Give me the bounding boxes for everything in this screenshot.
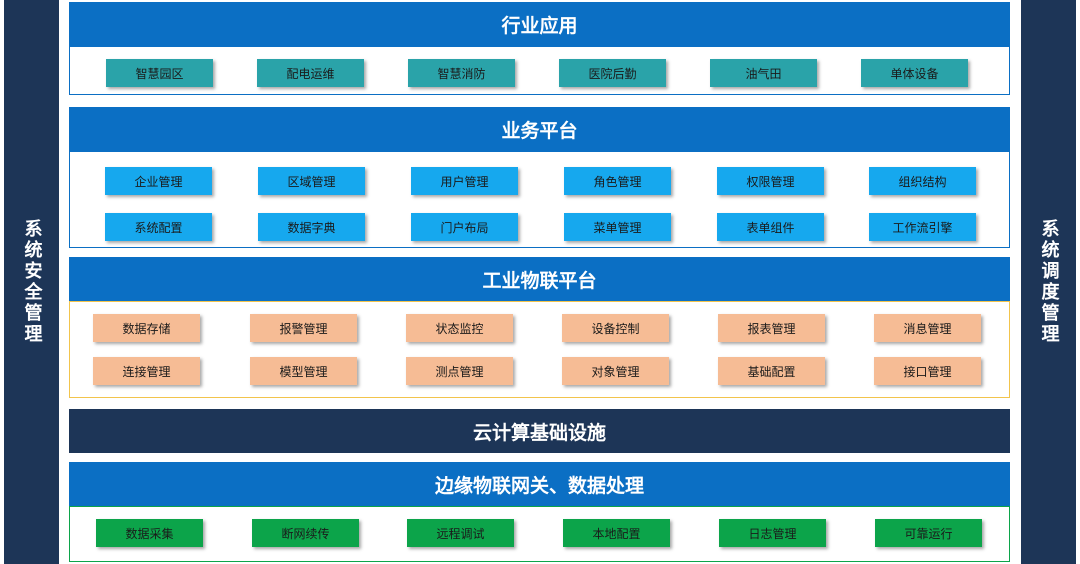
iot-row-2: 连接管理 模型管理 测点管理 对象管理 基础配置 接口管理: [70, 357, 1009, 385]
business-item: 权限管理: [717, 167, 824, 195]
industry-item: 油气田: [710, 59, 817, 87]
iot-item: 连接管理: [93, 357, 200, 385]
edge-layer: 边缘物联网关、数据处理 数据采集 断网续传 远程调试 本地配置 日志管理 可靠运…: [69, 462, 1010, 562]
business-item: 组织结构: [869, 167, 976, 195]
business-body: 企业管理 区域管理 用户管理 角色管理 权限管理 组织结构 系统配置 数据字典 …: [69, 151, 1010, 248]
iot-row-1: 数据存储 报警管理 状态监控 设备控制 报表管理 消息管理: [70, 314, 1009, 342]
industry-body: 智慧园区 配电运维 智慧消防 医院后勤 油气田 单体设备: [69, 46, 1010, 95]
industry-row: 智慧园区 配电运维 智慧消防 医院后勤 油气田 单体设备: [70, 59, 1009, 87]
edge-item: 日志管理: [719, 519, 826, 547]
edge-item: 远程调试: [407, 519, 514, 547]
business-row-2: 系统配置 数据字典 门户布局 菜单管理 表单组件 工作流引擎: [70, 213, 1009, 241]
iot-body: 数据存储 报警管理 状态监控 设备控制 报表管理 消息管理 连接管理 模型管理 …: [69, 301, 1010, 398]
iot-layer: 工业物联平台 数据存储 报警管理 状态监控 设备控制 报表管理 消息管理 连接管…: [69, 257, 1010, 398]
left-side-label: 系统安全管理: [21, 219, 43, 345]
left-side-bar: 系统安全管理: [4, 0, 59, 564]
right-side-bar: 系统调度管理: [1021, 0, 1076, 564]
business-title: 业务平台: [69, 107, 1010, 151]
iot-item: 设备控制: [562, 314, 669, 342]
iot-item: 对象管理: [562, 357, 669, 385]
business-item: 用户管理: [411, 167, 518, 195]
business-item: 角色管理: [564, 167, 671, 195]
iot-item: 基础配置: [718, 357, 825, 385]
industry-title: 行业应用: [69, 2, 1010, 46]
industry-item: 配电运维: [257, 59, 364, 87]
iot-item: 消息管理: [874, 314, 981, 342]
edge-row: 数据采集 断网续传 远程调试 本地配置 日志管理 可靠运行: [70, 519, 1009, 547]
edge-item: 本地配置: [563, 519, 670, 547]
industry-item: 智慧消防: [408, 59, 515, 87]
business-item: 系统配置: [105, 213, 212, 241]
edge-item: 可靠运行: [875, 519, 982, 547]
industry-layer: 行业应用 智慧园区 配电运维 智慧消防 医院后勤 油气田 单体设备: [69, 2, 1010, 95]
iot-item: 状态监控: [406, 314, 513, 342]
edge-body: 数据采集 断网续传 远程调试 本地配置 日志管理 可靠运行: [69, 506, 1010, 562]
business-item: 菜单管理: [564, 213, 671, 241]
iot-item: 报警管理: [250, 314, 357, 342]
business-item: 企业管理: [105, 167, 212, 195]
iot-item: 报表管理: [718, 314, 825, 342]
business-item: 区域管理: [258, 167, 365, 195]
edge-item: 数据采集: [96, 519, 203, 547]
industry-item: 单体设备: [861, 59, 968, 87]
industry-item: 医院后勤: [559, 59, 666, 87]
business-layer: 业务平台 企业管理 区域管理 用户管理 角色管理 权限管理 组织结构 系统配置 …: [69, 107, 1010, 248]
business-row-1: 企业管理 区域管理 用户管理 角色管理 权限管理 组织结构: [70, 167, 1009, 195]
iot-item: 接口管理: [874, 357, 981, 385]
iot-title: 工业物联平台: [69, 257, 1010, 301]
edge-title: 边缘物联网关、数据处理: [69, 462, 1010, 506]
business-item: 工作流引擎: [869, 213, 976, 241]
iot-item: 模型管理: [250, 357, 357, 385]
edge-item: 断网续传: [252, 519, 359, 547]
right-side-label: 系统调度管理: [1038, 219, 1060, 345]
cloud-bar: 云计算基础设施: [69, 409, 1010, 453]
business-item: 数据字典: [258, 213, 365, 241]
iot-item: 测点管理: [406, 357, 513, 385]
industry-item: 智慧园区: [106, 59, 213, 87]
iot-item: 数据存储: [93, 314, 200, 342]
business-item: 表单组件: [717, 213, 824, 241]
business-item: 门户布局: [411, 213, 518, 241]
